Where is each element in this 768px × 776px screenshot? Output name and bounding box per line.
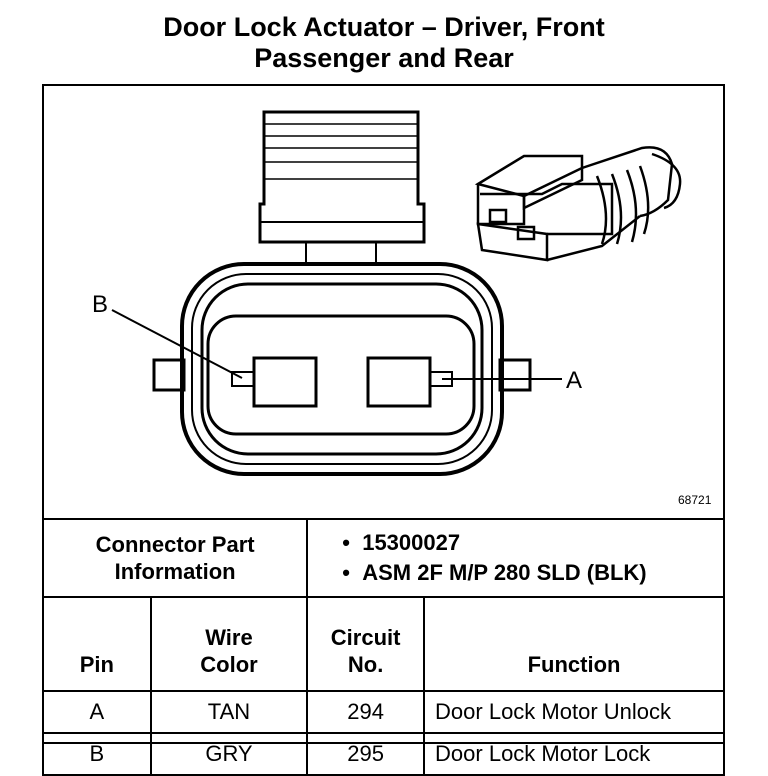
pin-b-label: B xyxy=(92,291,108,318)
title-line-1: Door Lock Actuator – Driver, Front xyxy=(163,12,605,42)
cavity-b xyxy=(252,356,318,408)
part-number-item: • 15300027 xyxy=(342,530,461,555)
header-function: Function xyxy=(423,596,725,692)
title-line-2: Passenger and Rear xyxy=(254,43,514,73)
connector-face-view xyxy=(111,110,562,476)
cell-function: Door Lock Motor Lock xyxy=(423,732,725,776)
table-row: B GRY 295 Door Lock Motor Lock xyxy=(42,732,725,776)
connector-3d-sketch xyxy=(474,146,682,262)
latch-tab xyxy=(258,110,426,244)
connector-table: Connector Part Information • 15300027 • … xyxy=(41,518,725,776)
header-circuit-no: Circuit No. xyxy=(306,596,426,692)
cell-function: Door Lock Motor Unlock xyxy=(423,690,725,734)
cell-circuit: 295 xyxy=(306,732,426,776)
connector-diagram: B A 68721 xyxy=(92,110,712,507)
header-pin: Pin xyxy=(42,596,152,692)
figure-code: 68721 xyxy=(678,493,712,507)
cell-circuit: 294 xyxy=(306,690,426,734)
cell-color: TAN xyxy=(149,690,309,734)
connector-part-info-label: Connector Part Information xyxy=(41,518,309,598)
part-number-item: • ASM 2F M/P 280 SLD (BLK) xyxy=(342,560,647,585)
header-wire-color: Wire Color xyxy=(149,596,309,692)
cell-color: GRY xyxy=(149,732,309,776)
side-tab-left xyxy=(152,358,186,392)
side-tab-right xyxy=(498,358,532,392)
connector-part-numbers: • 15300027 • ASM 2F M/P 280 SLD (BLK) xyxy=(306,518,725,598)
table-header-row: Pin Wire Color Circuit No. Function xyxy=(42,596,725,692)
table-row: A TAN 294 Door Lock Motor Unlock xyxy=(42,690,725,734)
pin-a-label: A xyxy=(566,367,582,394)
cavity-a xyxy=(366,356,432,408)
cell-pin: B xyxy=(42,732,152,776)
cell-pin: A xyxy=(42,690,152,734)
